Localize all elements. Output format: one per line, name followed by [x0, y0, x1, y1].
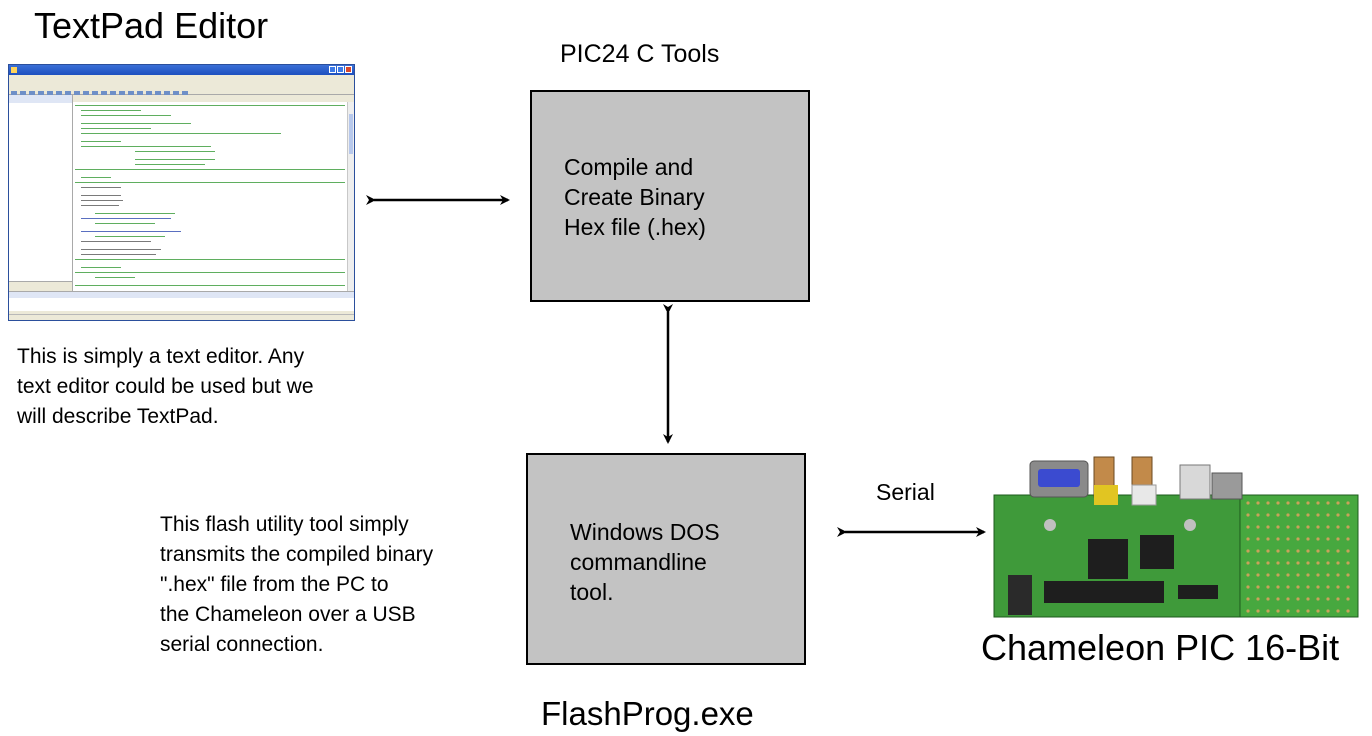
- code-line: [135, 159, 215, 160]
- dos-line-1: Windows DOS: [570, 519, 720, 545]
- flash-desc-line: the Chameleon over a USB: [160, 603, 416, 626]
- dos-tool-box: Windows DOS commandline tool.: [526, 453, 806, 665]
- textpad-desc-line: This is simply a text editor. Any: [17, 345, 305, 368]
- code-line: [135, 151, 215, 152]
- flashprog-title: FlashProg.exe: [541, 695, 754, 732]
- textpad-menubar: [9, 75, 354, 84]
- flash-desc-line: serial connection.: [160, 633, 324, 656]
- compile-line-1: Compile and: [564, 154, 694, 180]
- code-line: [81, 200, 123, 201]
- compile-box: Compile and Create Binary Hex file (.hex…: [530, 90, 810, 302]
- code-line: [81, 218, 171, 219]
- pic24-tools-title: PIC24 C Tools: [560, 40, 720, 68]
- output-tabs: [9, 311, 354, 316]
- code-line: [81, 195, 121, 196]
- document-tab: [73, 95, 354, 102]
- code-line: [75, 169, 345, 170]
- code-line: [81, 205, 119, 206]
- code-line: [81, 187, 121, 188]
- textpad-desc-line: will describe TextPad.: [17, 405, 219, 428]
- chameleon-title: Chameleon PIC 16-Bit: [981, 627, 1340, 668]
- compile-line-2: Create Binary: [564, 184, 705, 210]
- textpad-desc-line: text editor could be used but we: [17, 375, 314, 398]
- output-panel-header: [9, 292, 354, 298]
- code-line: [81, 241, 151, 242]
- code-line: [81, 128, 151, 129]
- dos-line-3: tool.: [570, 579, 614, 605]
- textpad-toolbar: [9, 84, 354, 97]
- code-line: [81, 110, 141, 111]
- code-scrollbar: [347, 102, 354, 291]
- code-line: [81, 115, 171, 116]
- textpad-description: This is simply a text editor. Any text e…: [17, 342, 314, 432]
- dos-box-text: Windows DOS commandline tool.: [570, 517, 720, 607]
- flash-desc-line: ".hex" file from the PC to: [160, 573, 389, 596]
- code-line: [75, 182, 345, 183]
- code-line: [81, 231, 181, 232]
- serial-label: Serial: [876, 479, 935, 505]
- code-line: [81, 267, 121, 268]
- flash-description: This flash utility tool simply transmits…: [160, 510, 433, 660]
- code-line: [81, 146, 211, 147]
- code-line: [75, 105, 345, 106]
- status-bar: [9, 314, 354, 320]
- chameleon-board-image: [993, 456, 1359, 618]
- code-line: [75, 285, 345, 286]
- code-line: [95, 213, 175, 214]
- code-line: [81, 249, 161, 250]
- flash-desc-line: This flash utility tool simply: [160, 513, 409, 536]
- app-icon: [11, 67, 17, 73]
- compile-box-text: Compile and Create Binary Hex file (.hex…: [564, 152, 706, 242]
- code-line: [81, 177, 111, 178]
- code-line: [81, 133, 281, 134]
- compile-line-3: Hex file (.hex): [564, 214, 706, 240]
- code-line: [135, 164, 205, 165]
- window-controls: [328, 66, 352, 74]
- code-line: [95, 277, 135, 278]
- code-line: [81, 254, 156, 255]
- output-panel: [9, 291, 354, 311]
- code-line: [75, 272, 345, 273]
- code-line: [81, 141, 121, 142]
- flash-desc-line: transmits the compiled binary: [160, 543, 434, 566]
- code-line: [81, 123, 191, 124]
- textpad-screenshot: [8, 64, 355, 321]
- textpad-editor-title: TextPad Editor: [34, 5, 269, 46]
- textpad-file-panel: [9, 95, 73, 291]
- code-line: [75, 259, 345, 260]
- code-line: [95, 223, 155, 224]
- code-line: [95, 236, 165, 237]
- textpad-titlebar: [9, 65, 354, 75]
- file-panel-header: [9, 95, 72, 103]
- code-area: [75, 103, 347, 289]
- dos-line-2: commandline: [570, 549, 707, 575]
- file-panel-tabs: [9, 281, 72, 291]
